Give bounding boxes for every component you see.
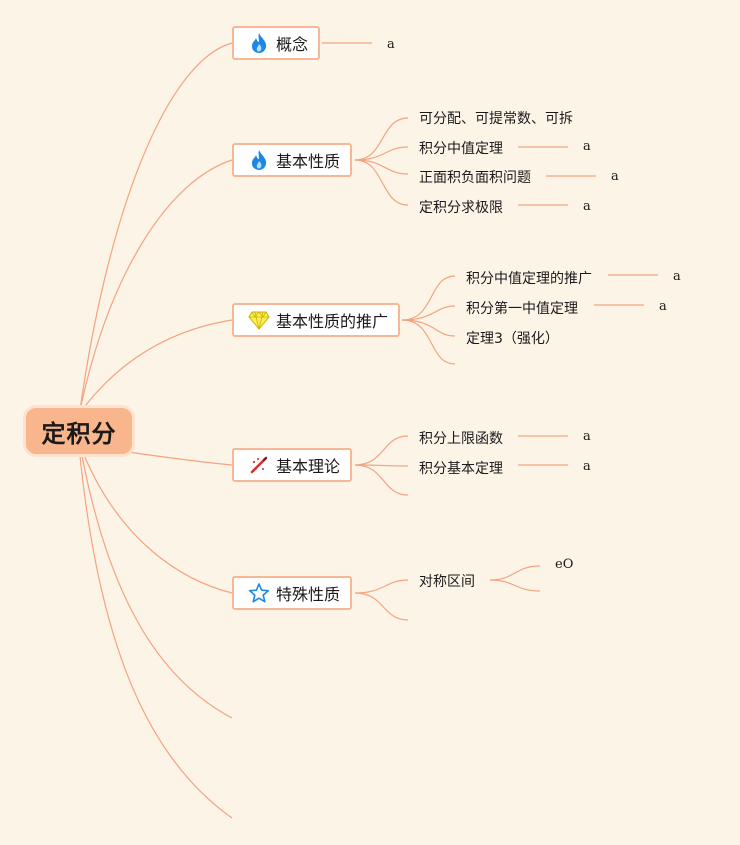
branch-label: 基本理论 xyxy=(276,457,341,476)
note-marker[interactable]: a xyxy=(611,169,619,184)
branch-node-concept[interactable]: 概念 xyxy=(232,26,321,60)
branch-label: 基本性质的推广 xyxy=(276,312,389,331)
branch-node-basic-properties[interactable]: 基本性质 xyxy=(232,143,353,177)
branch-node-basic-theory[interactable]: 基本理论 xyxy=(232,448,353,482)
note-marker[interactable]: a xyxy=(583,429,591,444)
leaf-node[interactable]: 对称区间 xyxy=(419,574,475,590)
leaf-node[interactable]: 积分基本定理 xyxy=(419,461,503,477)
leaf-node[interactable]: 积分中值定理的推广 xyxy=(466,271,592,287)
note-marker[interactable]: a xyxy=(673,269,681,284)
note-marker[interactable]: eO xyxy=(555,557,574,572)
leaf-node[interactable]: 积分第一中值定理 xyxy=(466,301,578,317)
branch-label: 基本性质 xyxy=(276,152,341,171)
pencil-icon xyxy=(248,454,270,476)
branch-node-generalization[interactable]: 基本性质的推广 xyxy=(232,303,401,337)
leaf-node[interactable]: 定理3（强化） xyxy=(466,331,559,347)
flame-icon xyxy=(248,149,270,171)
leaf-node[interactable]: 积分上限函数 xyxy=(419,431,503,447)
leaf-node[interactable]: 定积分求极限 xyxy=(419,200,503,216)
leaf-node[interactable]: 积分中值定理 xyxy=(419,141,503,157)
root-node[interactable]: 定积分 xyxy=(26,408,132,454)
branch-label: 概念 xyxy=(276,35,309,54)
note-marker[interactable]: a xyxy=(583,199,591,214)
flame-icon xyxy=(248,32,270,54)
note-marker[interactable]: a xyxy=(583,139,591,154)
note-marker[interactable]: a xyxy=(583,459,591,474)
diamond-icon xyxy=(248,309,270,331)
note-marker[interactable]: a xyxy=(387,37,395,52)
leaf-node[interactable]: 正面积负面积问题 xyxy=(419,170,531,186)
branch-label: 特殊性质 xyxy=(276,585,341,604)
branch-node-special-properties[interactable]: 特殊性质 xyxy=(232,576,353,610)
note-marker[interactable]: a xyxy=(659,299,667,314)
star-icon xyxy=(248,582,270,604)
leaf-node[interactable]: 可分配、可提常数、可拆 xyxy=(419,111,573,127)
